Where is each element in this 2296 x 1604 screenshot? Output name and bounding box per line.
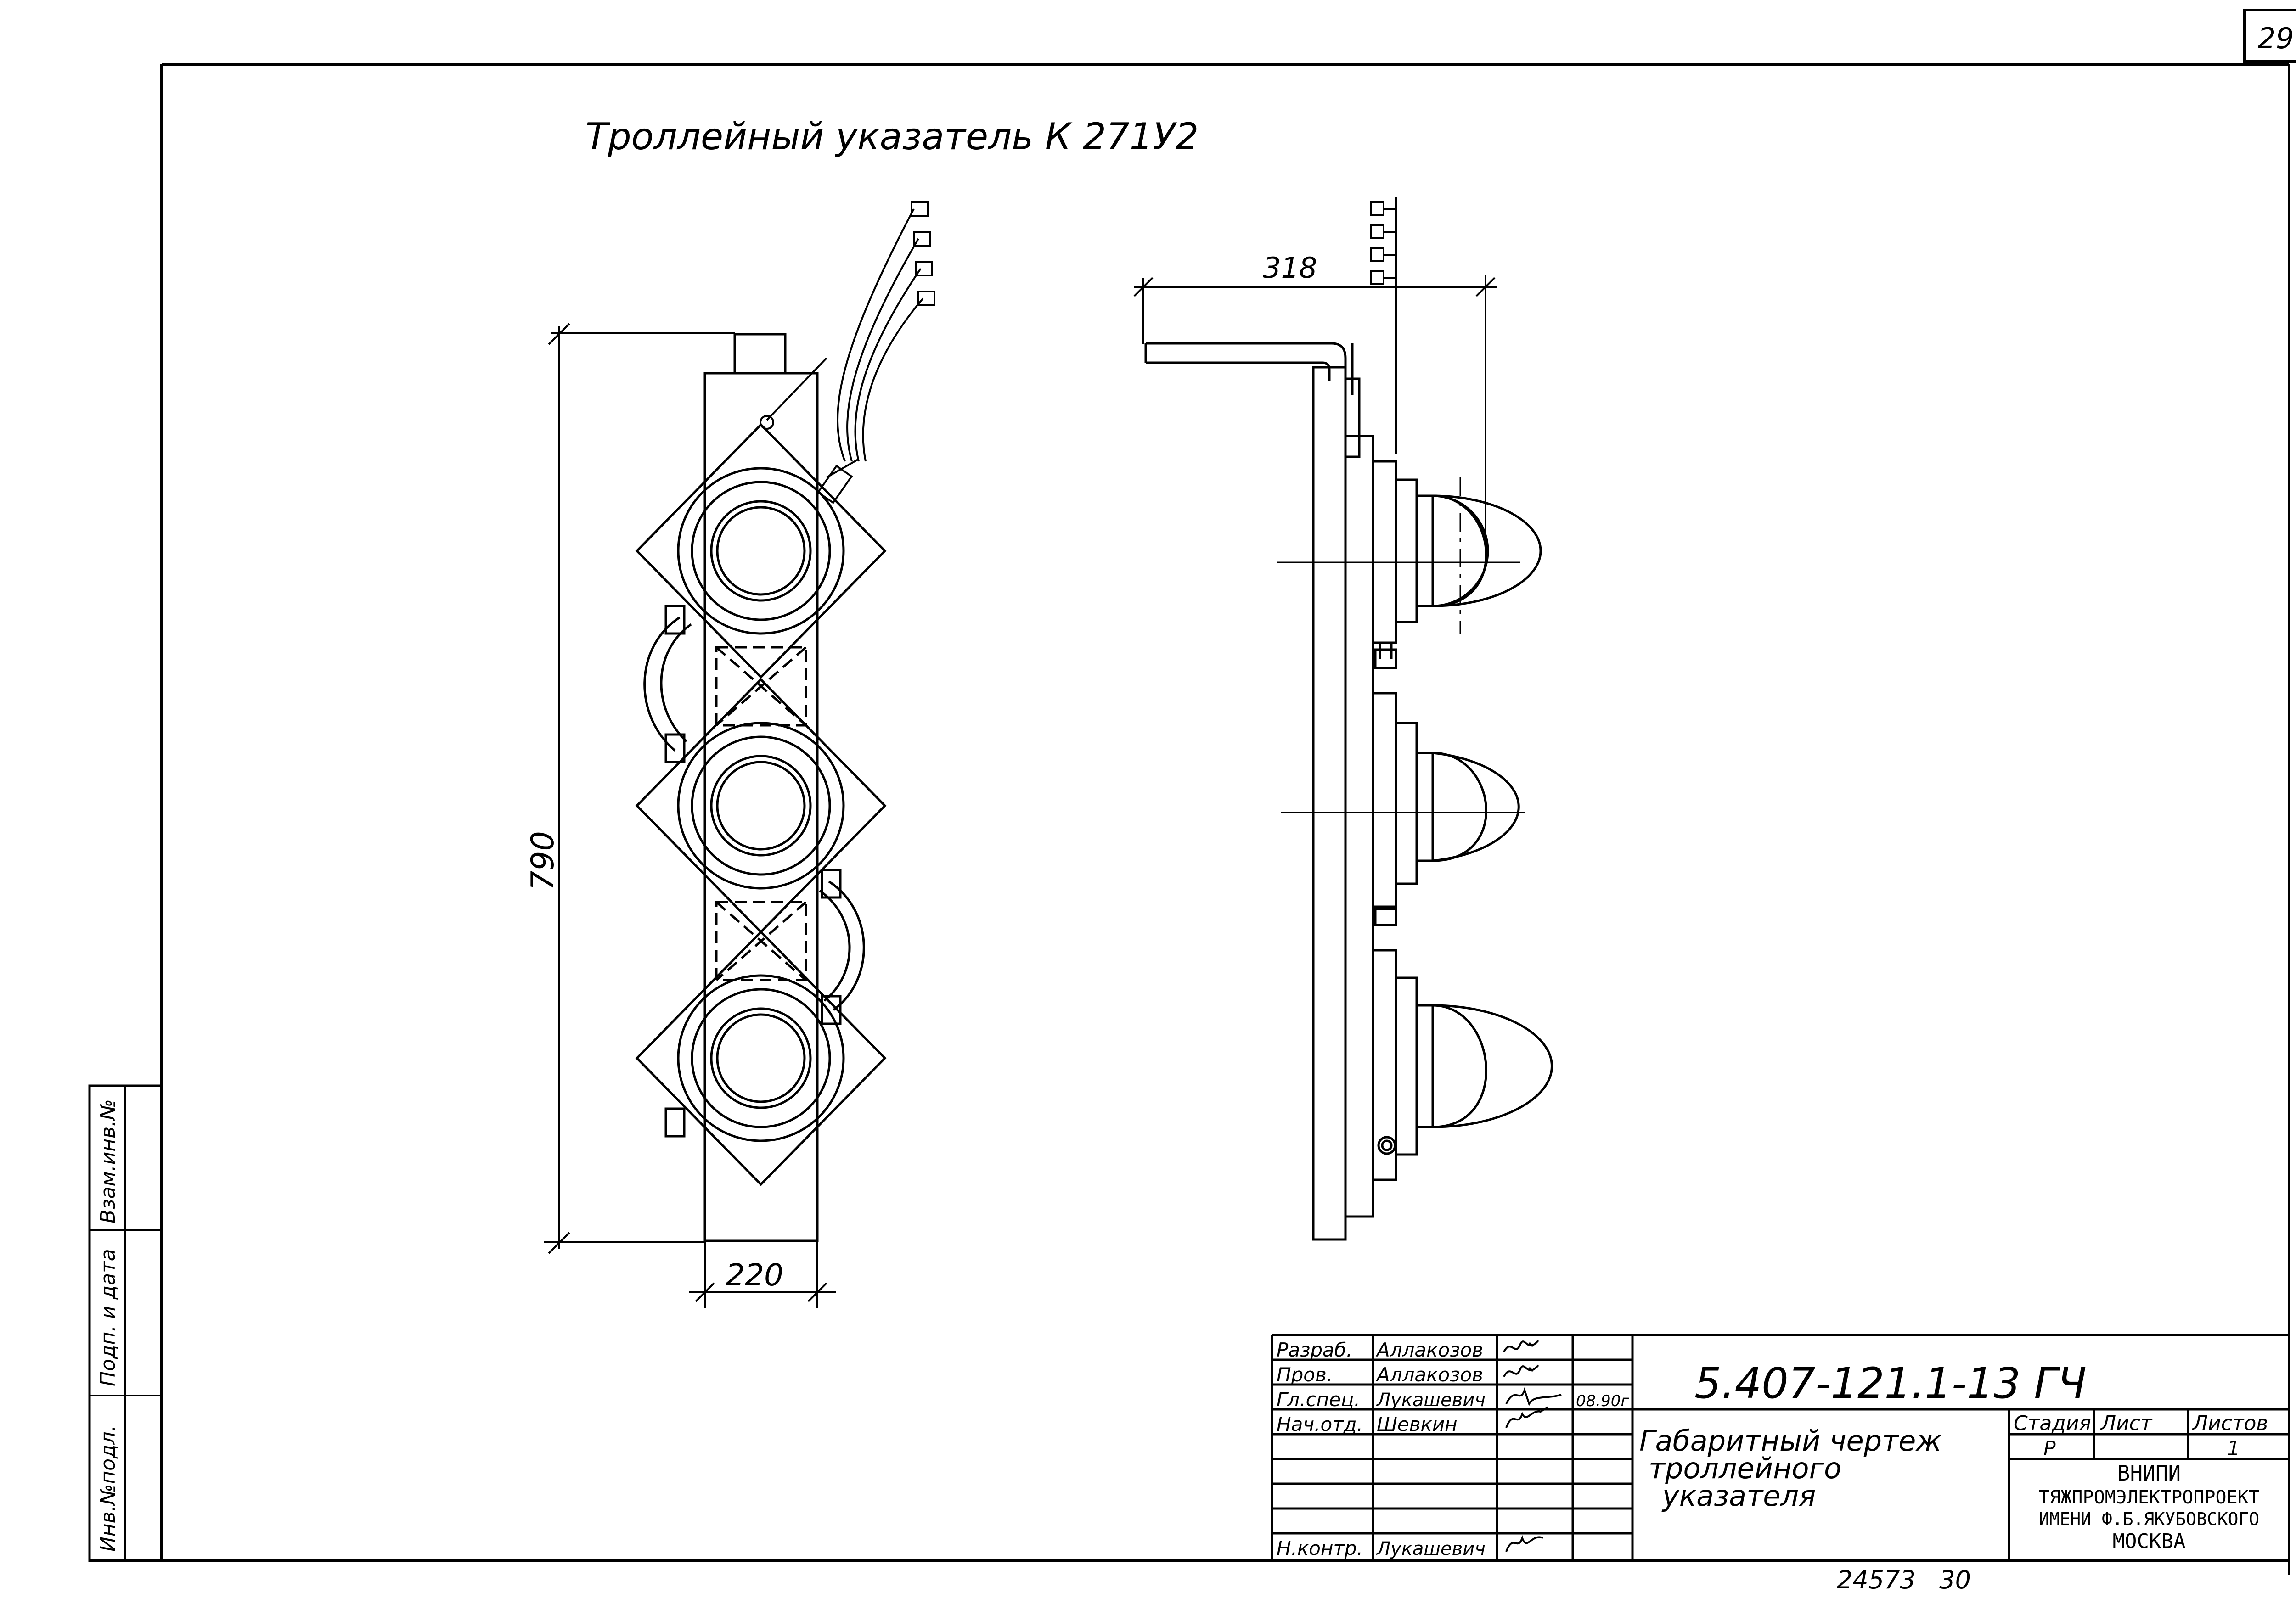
side-lamp-3 — [1372, 949, 1553, 1181]
role-0: Разраб. — [1277, 1339, 1352, 1361]
role-0-name: Аллакозов — [1375, 1339, 1483, 1361]
dim-height — [544, 323, 735, 1254]
dim-width — [689, 1242, 836, 1308]
title-block — [1271, 1334, 2289, 1561]
drawing-frame — [90, 63, 2290, 1575]
footer-number: 24573 30 — [1837, 1565, 1971, 1594]
role-2: Гл.спец. — [1277, 1388, 1360, 1411]
dim-height-value: 790 — [525, 831, 561, 891]
side-stamp: Инв.№подл. Подп. и дата Взам.инв.№ — [88, 1084, 163, 1562]
role-4: Н.контр. — [1277, 1537, 1363, 1559]
side-lamp-2 — [1372, 692, 1520, 926]
front-view — [635, 201, 935, 1242]
top-cap — [733, 333, 787, 375]
org-line-3: ИМЕНИ Ф.Б.ЯКУБОВСКОГО — [2039, 1509, 2259, 1529]
value-sheets: 1 — [2227, 1437, 2240, 1460]
drawing-title: Троллейный указатель К 271У2 — [585, 115, 1199, 158]
description-line-1: Габаритный чертеж — [1639, 1424, 1941, 1458]
back-plate — [1312, 366, 1347, 1241]
side-stamp-inv: Инв.№подл. — [96, 1425, 120, 1552]
dome-1 — [1432, 494, 1487, 607]
page-number-box: 29 — [2243, 9, 2296, 63]
title-block-roles: Разраб. Аллакозов Пров. Аллакозов Гл.спе… — [1277, 1339, 1629, 1559]
dome-2 — [1432, 752, 1487, 862]
header-sheets: Листов — [2192, 1412, 2268, 1435]
side-view — [1144, 197, 1553, 1241]
role-1: Пров. — [1277, 1363, 1333, 1386]
loop-cable-left — [643, 616, 681, 752]
hidden-connector-1 — [715, 646, 807, 727]
role-3-name: Шевкин — [1377, 1413, 1458, 1436]
role-2-date: 08.90г — [1576, 1392, 1629, 1410]
header-stage: Стадия — [2014, 1412, 2091, 1435]
cable-terminals — [911, 201, 935, 306]
loop-cable-right — [828, 880, 865, 1011]
lamp-housing-1 — [635, 423, 887, 679]
dim-width-value: 220 — [726, 1257, 783, 1293]
mounting-bracket — [1146, 342, 1347, 381]
role-2-name: Лукашевич — [1376, 1390, 1486, 1411]
signatures — [1503, 1340, 1562, 1552]
mounting-bar — [703, 372, 819, 1242]
dim-depth — [1133, 275, 1497, 565]
header-sheet: Лист — [2100, 1412, 2153, 1435]
description-line-2: троллейного — [1649, 1452, 1841, 1485]
org-line-1: ВНИПИ — [2117, 1461, 2181, 1486]
org-line-4: МОСКВА — [2113, 1530, 2186, 1553]
hidden-connector-2 — [715, 901, 807, 981]
role-3: Нач.отд. — [1277, 1413, 1363, 1436]
org-line-2: ТЯЖПРОМЭЛЕКТРОПРОЕКТ — [2038, 1487, 2260, 1508]
side-lamp-1 — [1372, 460, 1542, 669]
side-terminals — [1370, 197, 1397, 454]
role-4-name: Лукашевич — [1376, 1538, 1486, 1559]
dome-3 — [1432, 1004, 1488, 1128]
dim-depth-value: 318 — [1263, 251, 1317, 285]
description-line-3: указателя — [1661, 1479, 1816, 1513]
value-stage: Р — [2043, 1437, 2056, 1460]
role-1-name: Аллакозов — [1375, 1363, 1483, 1386]
side-stamp-replace: Взам.инв.№ — [96, 1099, 120, 1223]
document-code: 5.407-121.1-13 ГЧ — [1694, 1359, 2087, 1408]
cable-bundle — [760, 208, 924, 504]
page-number: 29 — [2258, 22, 2294, 55]
side-centerlines — [1277, 477, 1525, 813]
lamp-housing-2 — [635, 678, 887, 934]
side-stamp-sign-date: Подп. и дата — [96, 1249, 120, 1386]
lamp-housing-3 — [635, 930, 887, 1186]
